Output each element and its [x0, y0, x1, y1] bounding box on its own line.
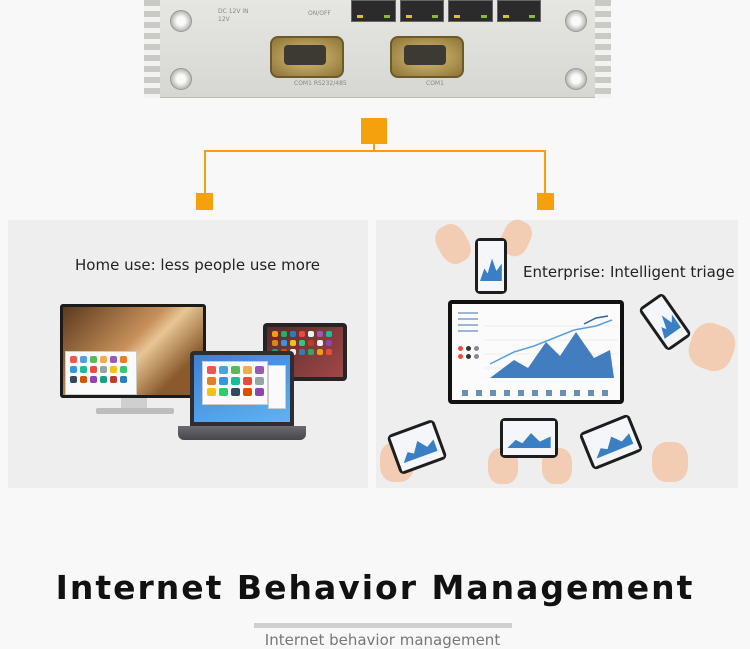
hand-image [652, 442, 688, 482]
chart-thumbnail-icon [507, 432, 551, 449]
ethernet-port-icon [351, 0, 396, 22]
hand-image [683, 317, 741, 377]
chart-thumbnail-icon [403, 438, 439, 464]
serial-port-icon [390, 36, 464, 78]
screw-icon [170, 10, 192, 32]
connector-node-top [361, 118, 387, 144]
home-use-caption: Home use: less people use more [75, 256, 321, 274]
chart-thumbnail-icon [661, 314, 682, 340]
tablet-image [578, 413, 644, 471]
port-label: COM1 [426, 80, 444, 87]
laptop-image [190, 351, 294, 426]
ethernet-ports [351, 0, 541, 22]
connector-node-left [196, 193, 213, 210]
connector-line [204, 150, 546, 152]
home-use-panel: Home use: less people use more [8, 220, 368, 488]
smartphone-image [637, 292, 693, 352]
title-underline [254, 623, 512, 628]
connector-line [373, 144, 375, 151]
hand-image [430, 219, 476, 269]
desktop-monitor-image [60, 304, 206, 398]
tablet-image [386, 418, 448, 476]
screw-icon [170, 68, 192, 90]
port-label: ON/OFF [308, 10, 331, 17]
heatsink-fins-right [595, 0, 611, 98]
interactive-display-image [448, 300, 624, 404]
mini-pc-device: DC 12V IN 12V ON/OFF COM1 RS232/485 COM1 [144, 0, 611, 98]
section-title: Internet Behavior Management [55, 568, 695, 607]
media-thumbnails [207, 366, 264, 396]
heatsink-fins-left [144, 0, 160, 98]
toolbar-icons [462, 390, 612, 396]
section-subtitle: Internet behavior management [264, 631, 501, 649]
enterprise-panel: Enterprise: Intelligent triage [376, 215, 741, 488]
connector-line [544, 150, 546, 193]
laptop-keyboard [178, 426, 306, 440]
serial-port-icon [270, 36, 344, 78]
app-icons-grid [70, 356, 127, 383]
legend-lines [458, 312, 478, 338]
app-window [202, 361, 268, 405]
port-label: DC 12V IN [218, 8, 249, 15]
monitor-stand [121, 398, 147, 410]
connector-node-right [537, 193, 554, 210]
port-label: COM1 RS232/485 [294, 80, 347, 87]
monitor-base [96, 408, 174, 414]
chart-thumbnail-icon [596, 432, 634, 460]
connector-line [204, 150, 206, 193]
ethernet-port-icon [448, 0, 493, 22]
screw-icon [565, 68, 587, 90]
app-launcher-window [65, 351, 137, 395]
enterprise-caption: Enterprise: Intelligent triage [523, 263, 735, 281]
port-label: 12V [218, 16, 230, 23]
area-chart-illustration [484, 315, 618, 378]
ethernet-port-icon [496, 0, 541, 22]
ethernet-port-icon [399, 0, 444, 22]
color-palette-icon [458, 346, 479, 359]
screw-icon [565, 10, 587, 32]
chart-thumbnail-icon [480, 258, 502, 281]
chat-window [268, 365, 286, 409]
smartphone-image [475, 238, 507, 294]
tablet-image [500, 418, 558, 458]
